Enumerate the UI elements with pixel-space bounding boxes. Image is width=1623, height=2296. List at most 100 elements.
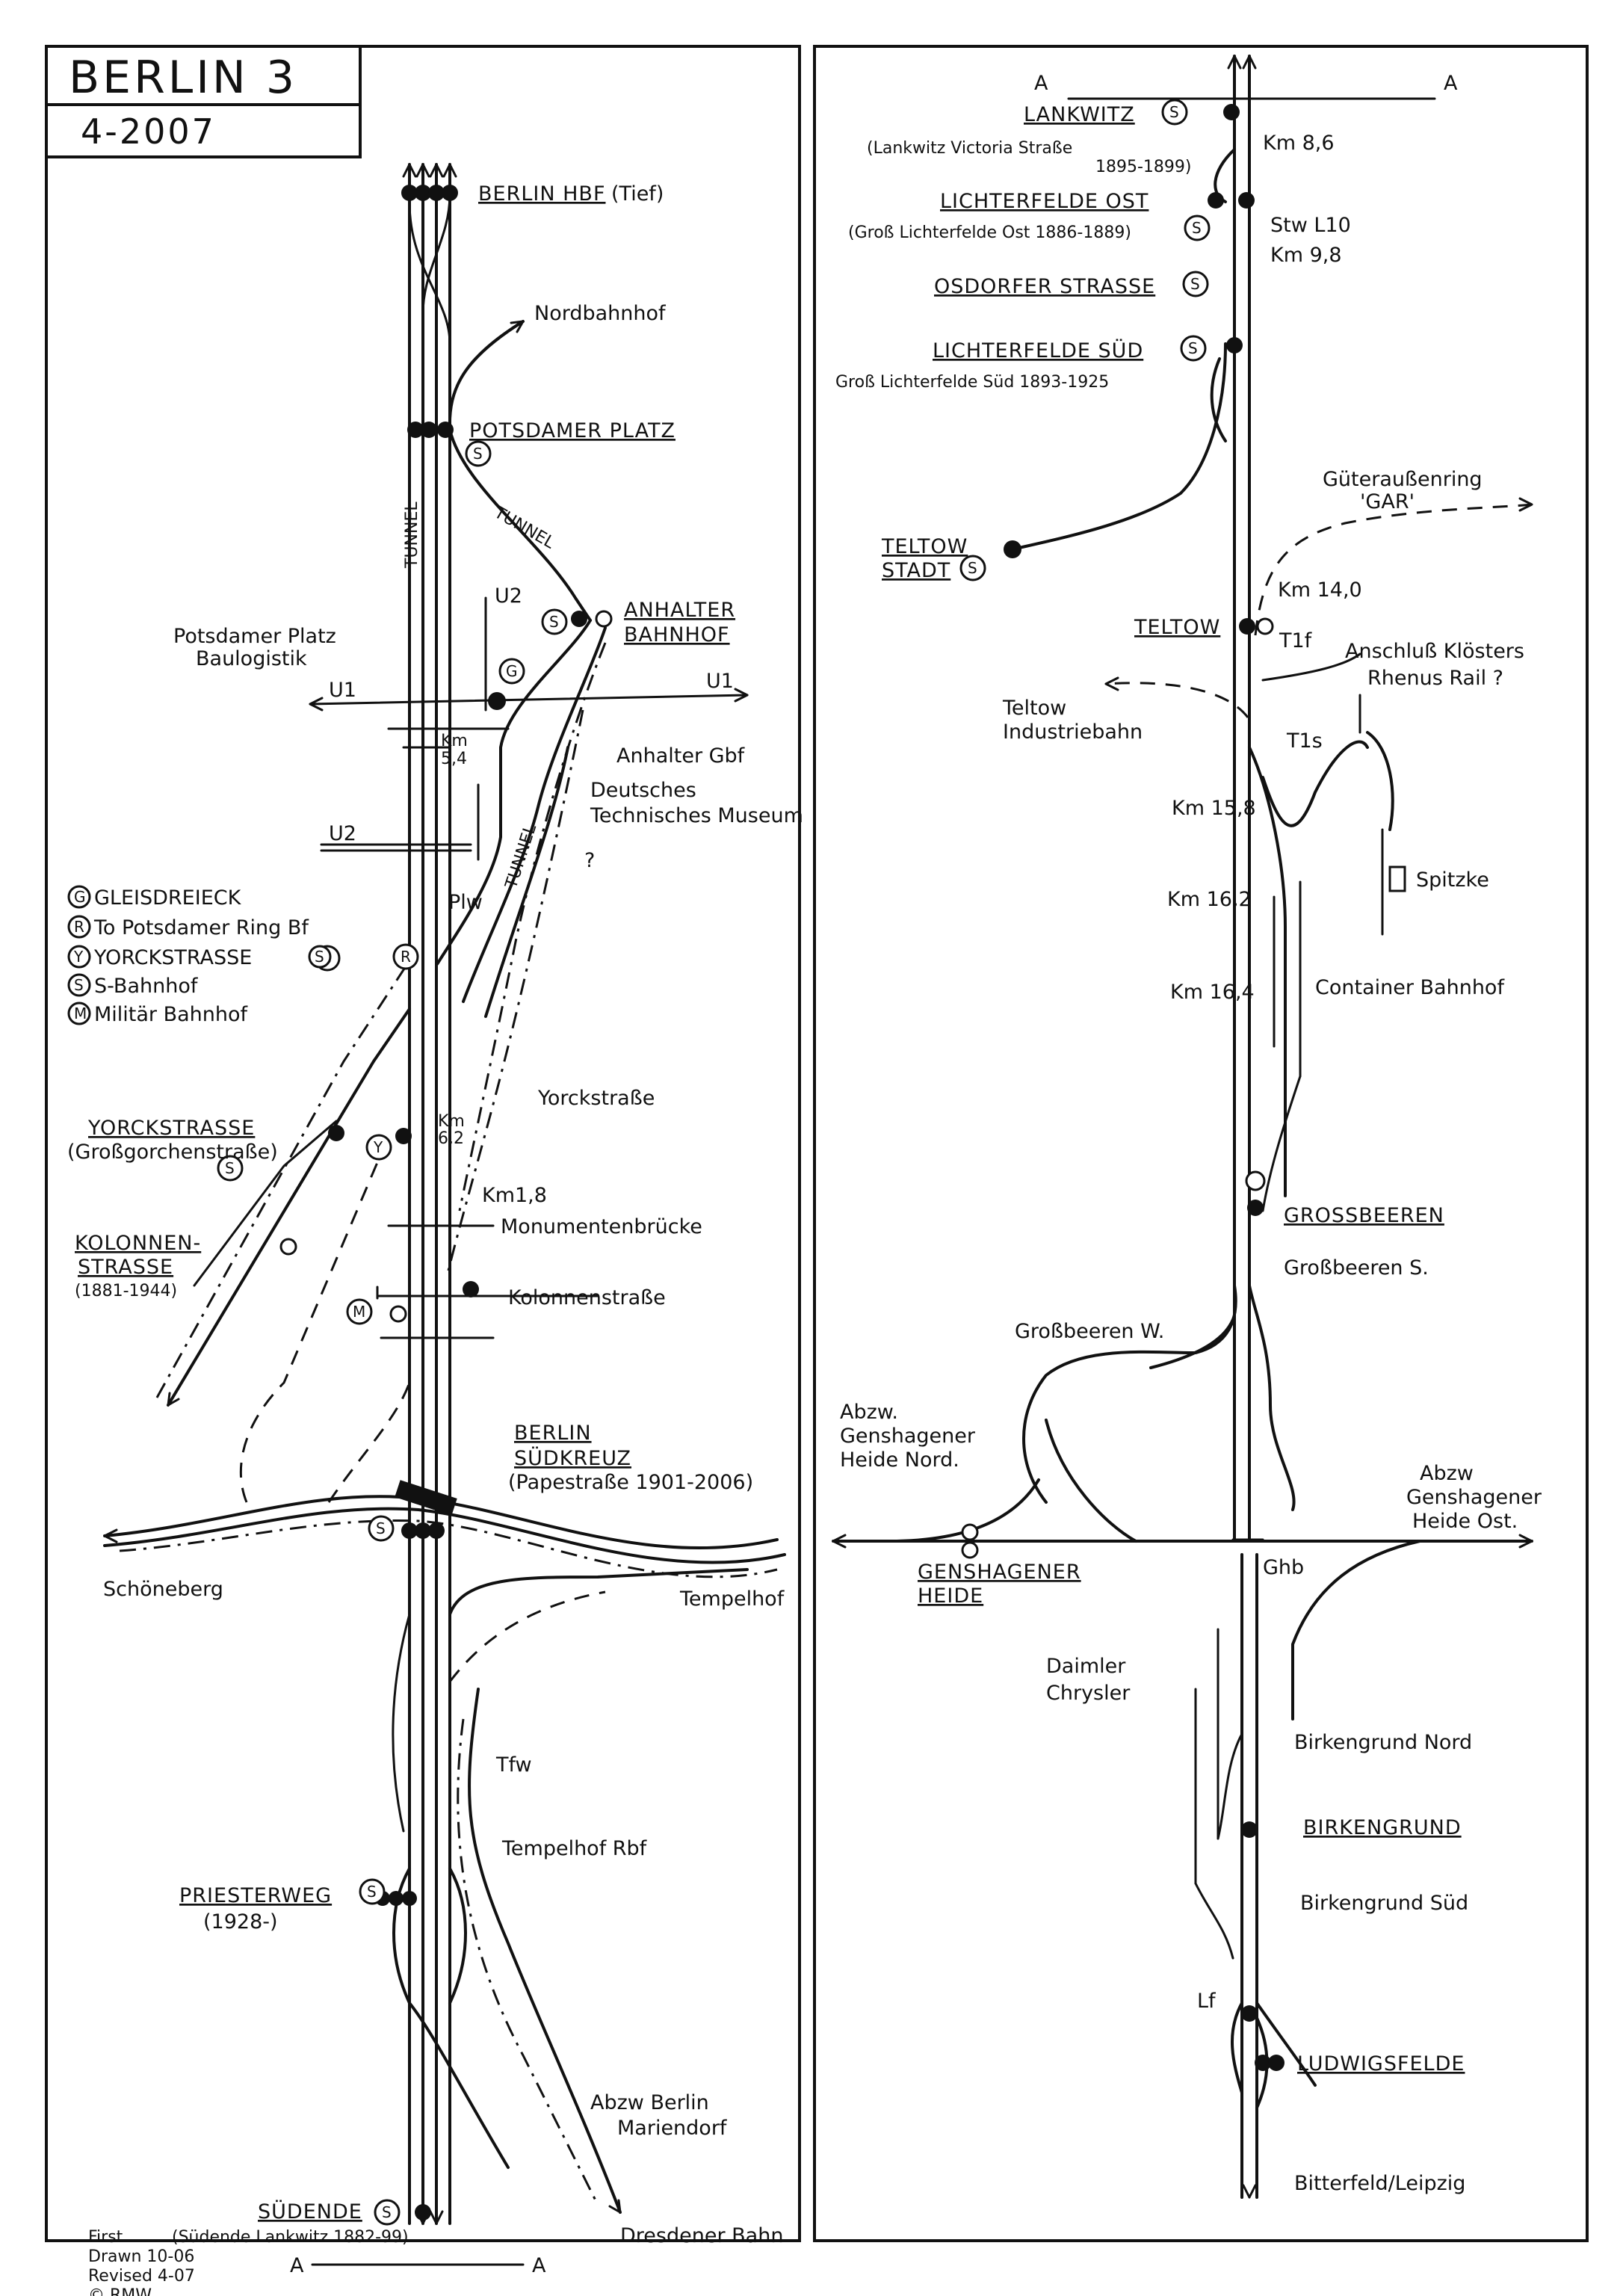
svg-text:R: R [401,948,411,966]
svg-text:TELTOW: TELTOW [881,535,968,558]
svg-text:LANKWITZ: LANKWITZ [1024,103,1135,126]
svg-text:Container Bahnhof: Container Bahnhof [1315,976,1505,999]
svg-text:BIRKENGRUND: BIRKENGRUND [1303,1816,1462,1839]
svg-text:Militär Bahnhof: Militär Bahnhof [94,1003,249,1026]
svg-text:TUNNEL: TUNNEL [490,503,558,553]
svg-text:'GAR': 'GAR' [1360,490,1415,513]
a-top-line: A A [1034,72,1458,100]
grossbeeren-loop [895,1284,1296,1543]
svg-text:R: R [74,918,84,936]
svg-text:Yorckstraße: Yorckstraße [537,1087,655,1110]
legend-gleisdreieck: GLEISDREIECK [94,886,242,910]
svg-text:T1s: T1s [1286,729,1323,753]
svg-text:1895-1899): 1895-1899) [1095,158,1192,176]
suedkreuz-platform [395,1480,457,1516]
svg-text:LICHTERFELDE SÜD: LICHTERFELDE SÜD [933,339,1143,362]
svg-text:Ghb: Ghb [1263,1556,1304,1579]
gar-line [1254,503,1533,636]
svg-text:Birkengrund Nord: Birkengrund Nord [1294,1731,1472,1754]
svg-text:Großbeeren W.: Großbeeren W. [1015,1320,1164,1343]
svg-text:?: ? [584,849,595,872]
svg-text:S: S [1192,219,1202,237]
svg-text:U2: U2 [329,822,356,845]
u-bahn-lines [309,596,749,861]
svg-text:6,2: 6,2 [438,1129,464,1148]
svg-text:POTSDAMER PLATZ: POTSDAMER PLATZ [469,419,676,442]
svg-text:(Südende Lankwitz 1882-99): (Südende Lankwitz 1882-99) [172,2228,409,2247]
svg-text:GROSSBEEREN: GROSSBEEREN [1284,1204,1444,1227]
svg-text:First: First [88,2228,123,2247]
map-title: BERLIN 3 [69,52,297,104]
svg-text:(1881-1944): (1881-1944) [75,1282,177,1300]
svg-text:Genshagener: Genshagener [1406,1486,1542,1509]
svg-text:LUDWIGSFELDE: LUDWIGSFELDE [1297,2052,1465,2076]
svg-text:U1: U1 [706,670,734,693]
svg-text:S: S [1188,339,1198,357]
svg-text:T1f: T1f [1279,629,1313,652]
svg-text:S: S [1169,103,1179,121]
svg-text:(Lankwitz Victoria Straße: (Lankwitz Victoria Straße [867,139,1072,158]
svg-text:Anhalter Gbf: Anhalter Gbf [616,744,746,768]
label-berlin-hbf: BERLIN HBF [478,182,605,206]
svg-text:Km 16,2: Km 16,2 [1167,888,1252,911]
svg-text:(Großgorchenstraße): (Großgorchenstraße) [67,1141,278,1164]
svg-text:(1928-): (1928-) [203,1910,278,1934]
svg-text:Genshagener: Genshagener [840,1425,976,1448]
svg-text:Anschluß Klösters: Anschluß Klösters [1345,640,1524,663]
svg-text:TUNNEL: TUNNEL [403,502,421,569]
svg-text:© RMW: © RMW [88,2286,152,2296]
svg-text:ANHALTER: ANHALTER [624,599,735,622]
labels-left: BERLIN HBF (Tief) Nordbahnhof POTSDAMER … [67,182,803,2277]
svg-text:Teltow: Teltow [1002,697,1066,720]
svg-text:Drawn 10-06: Drawn 10-06 [88,2247,194,2266]
svg-text:HEIDE: HEIDE [918,1584,983,1608]
anhalter-branch [436,619,607,1271]
svg-text:Baulogistik: Baulogistik [196,647,307,670]
tempelhof-lines [392,1568,749,2214]
svg-text:(Papestraße 1901-2006): (Papestraße 1901-2006) [508,1471,753,1494]
svg-text:Bitterfeld/Leipzig: Bitterfeld/Leipzig [1294,2172,1465,2195]
svg-text:Heide Ost.: Heide Ost. [1412,1510,1518,1533]
svg-text:YORCKSTRASSE: YORCKSTRASSE [93,946,252,969]
svg-text:PRIESTERWEG: PRIESTERWEG [179,1884,332,1907]
svg-text:(Tief): (Tief) [611,182,664,206]
svg-text:M: M [353,1303,365,1321]
svg-text:Km 15,8: Km 15,8 [1172,797,1256,820]
svg-text:Großbeeren S.: Großbeeren S. [1284,1256,1429,1280]
svg-text:Km 8,6: Km 8,6 [1263,132,1335,155]
svg-text:Tfw: Tfw [495,1753,532,1777]
svg-text:Technisches Museum: Technisches Museum [590,804,803,827]
svg-text:LICHTERFELDE OST: LICHTERFELDE OST [940,190,1149,213]
svg-text:Tempelhof: Tempelhof [679,1587,785,1611]
right-panel-frame [813,45,1589,2242]
svg-text:Abzw: Abzw [1420,1462,1474,1485]
svg-text:G: G [74,888,86,906]
svg-text:YORCKSTRASSE: YORCKSTRASSE [87,1117,255,1140]
svg-text:A: A [290,2254,304,2277]
svg-text:Güteraußenring: Güteraußenring [1323,468,1483,491]
svg-text:S: S [376,1519,386,1537]
svg-text:Birkengrund Süd: Birkengrund Süd [1300,1892,1468,1915]
stations-left [279,185,613,2221]
kloesters-branch [1261,652,1406,936]
svg-text:Y: Y [373,1138,383,1156]
svg-text:GENSHAGENER: GENSHAGENER [918,1561,1081,1584]
svg-text:Lf: Lf [1197,1990,1217,2013]
yorck-diagonals [155,963,411,1407]
svg-text:S: S [1190,275,1200,293]
svg-text:Km 9,8: Km 9,8 [1270,244,1342,267]
svg-text:S: S [367,1883,377,1901]
title-box [45,45,362,158]
svg-text:BERLIN: BERLIN [514,1422,592,1445]
svg-text:U2: U2 [495,584,522,608]
svg-text:Potsdamer Platz: Potsdamer Platz [173,625,336,648]
svg-text:S: S [225,1159,235,1177]
svg-text:Plw: Plw [448,891,483,914]
labels-right: LANKWITZ (Lankwitz Victoria Straße 1895-… [835,103,1542,2195]
svg-text:TUNNEL: TUNNEL [502,821,541,892]
credits: First Drawn 10-06 Revised 4-07 © RMW [88,2228,195,2296]
svg-text:Daimler: Daimler [1046,1655,1126,1678]
svg-text:Y: Y [73,948,84,966]
svg-text:Abzw.: Abzw. [840,1401,898,1424]
